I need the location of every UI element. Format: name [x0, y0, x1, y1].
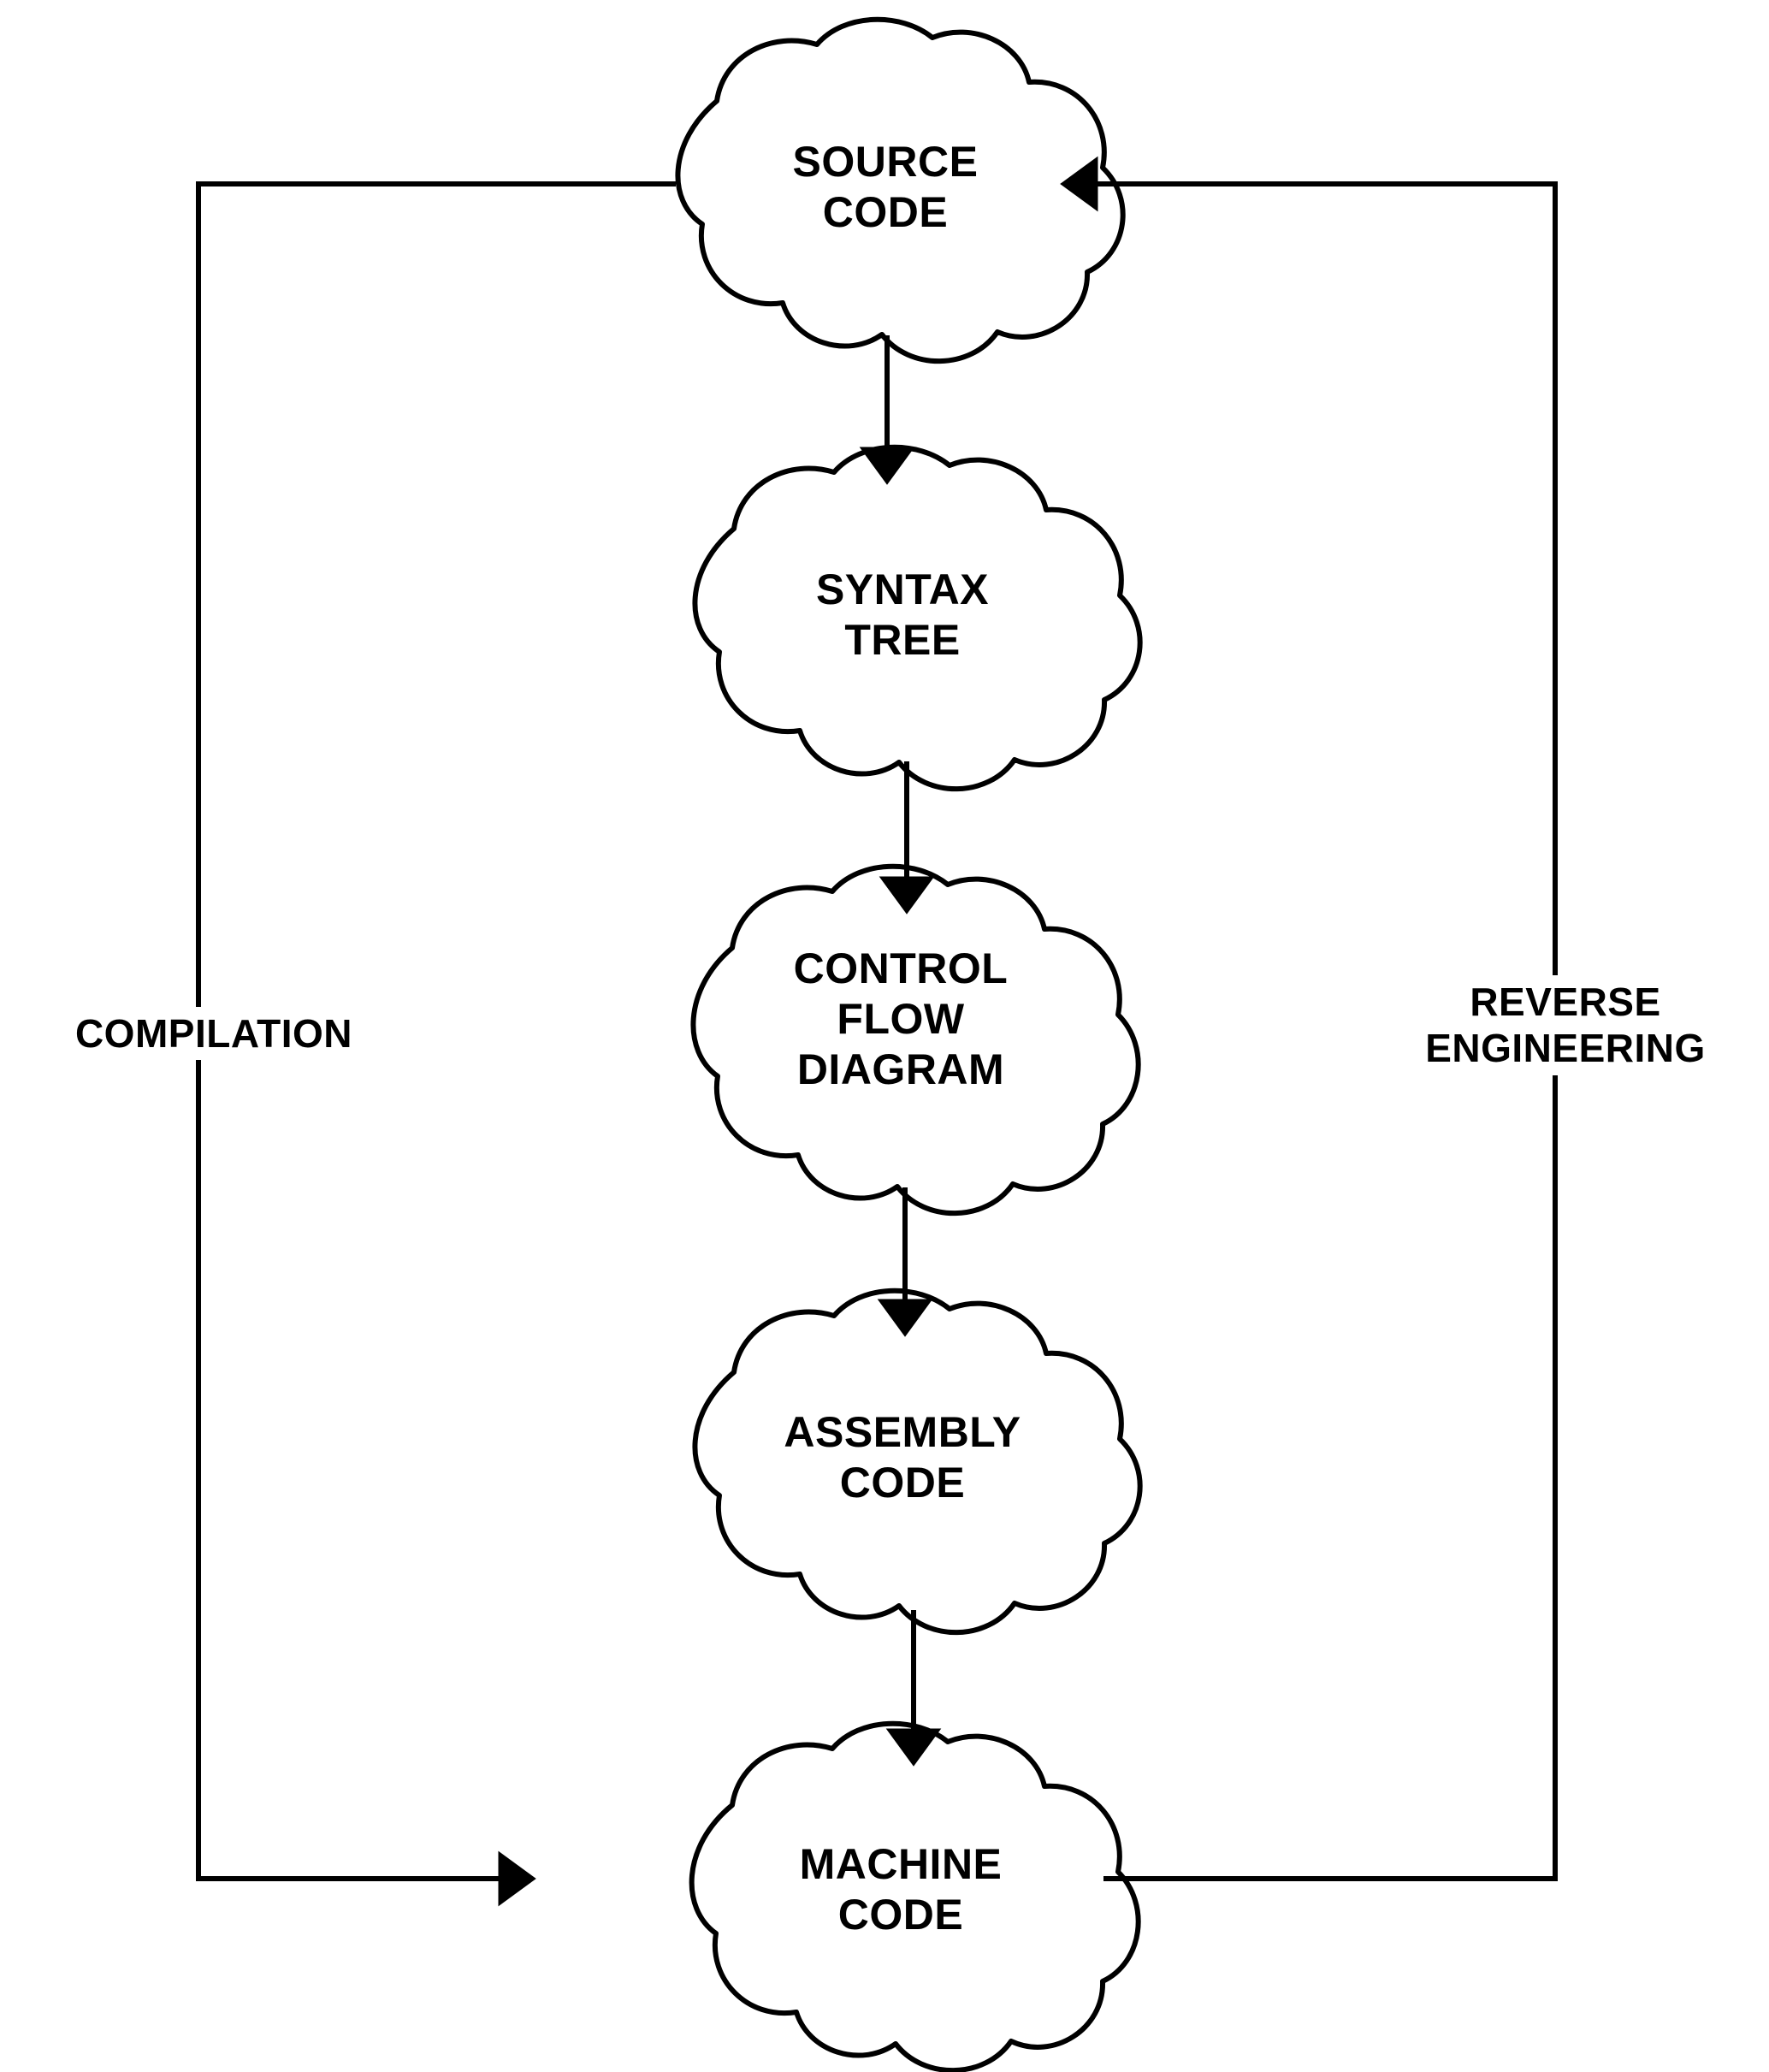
cloud-shape-control-flow-diagram — [690, 863, 1141, 1217]
node-syntax-tree[interactable] — [672, 471, 1138, 766]
node-assembly-code[interactable] — [672, 1313, 1138, 1611]
cloud-shape-assembly-code — [692, 1288, 1143, 1636]
process-label-compilation: COMPILATION — [17, 1007, 411, 1061]
cloud-shape-syntax-tree — [692, 444, 1143, 792]
node-machine-code[interactable] — [670, 1745, 1136, 2066]
cloud-shape-source-code — [675, 16, 1126, 364]
node-control-flow-diagram[interactable] — [670, 888, 1136, 1189]
process-label-reverse-engineering: REVERSE ENGINEERING — [1369, 975, 1762, 1075]
cloud-shape-machine-code — [689, 1720, 1141, 2072]
node-source-code[interactable] — [654, 43, 1121, 338]
